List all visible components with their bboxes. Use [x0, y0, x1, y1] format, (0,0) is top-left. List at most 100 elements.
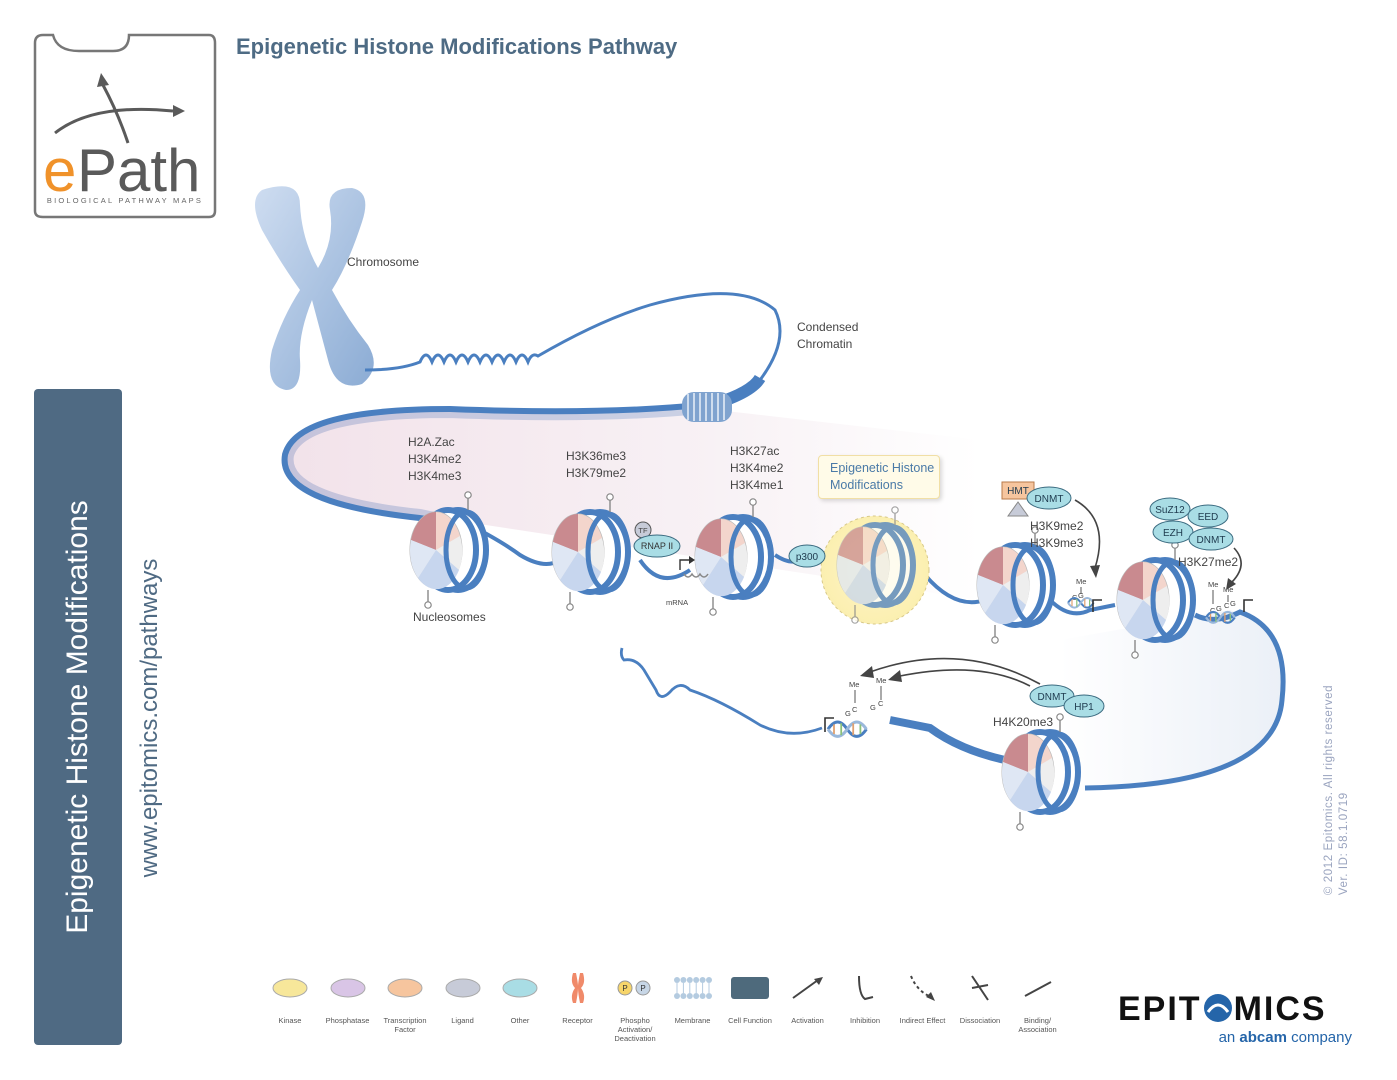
dna-lower-loop: [1084, 609, 1286, 791]
ezh-protein: [1152, 520, 1194, 544]
legend-oval-icon: [431, 970, 495, 1006]
hp1-protein: [1063, 694, 1105, 718]
legend-label: Cell Function: [728, 1016, 772, 1025]
logo-subtitle: BIOLOGICAL PATHWAY MAPS: [46, 196, 204, 205]
legend-indirect-arrow-icon: [891, 970, 955, 1006]
legend-dissociation-icon: [948, 970, 1012, 1006]
cpg-c-2: C: [1210, 606, 1216, 615]
transcription-start-arrow: [679, 559, 690, 570]
legend-label: Dissociation: [959, 1016, 1001, 1025]
condensed-label-2: Chromatin: [797, 337, 852, 351]
cpg-c-5: C: [878, 699, 884, 708]
me-label-3: Me: [1223, 585, 1233, 594]
legend-item: Kinase: [258, 970, 322, 1025]
mod-label-group-2: H3K36me3 H3K79me2: [566, 449, 629, 480]
hp1-label: HP1: [1074, 702, 1094, 713]
legend-label: Phospho Activation/ Deactivation: [614, 1016, 656, 1043]
legend-oval-icon: [488, 970, 552, 1006]
dna-lower-thread: [889, 716, 1006, 764]
cpg-g-1: G: [1078, 591, 1084, 600]
dnmt-activation-arrow-3: [869, 657, 1041, 685]
svg-text:P: P: [640, 984, 645, 993]
callout-line-2: Modifications: [830, 478, 903, 492]
mod-label-group-1: H2A.Zac H3K4me2 H3K4me3: [408, 435, 465, 483]
inhibition-mark-1: [1092, 599, 1102, 612]
legend-item: Binding/ Association: [1006, 970, 1070, 1034]
legend-activation-arrow-icon: [776, 970, 840, 1006]
mrna-strand: [683, 572, 709, 578]
eed-label: EED: [1198, 512, 1219, 523]
legend-label: Receptor: [562, 1016, 593, 1025]
legend-label: Activation: [791, 1016, 824, 1025]
mod-label-group-4: H3K9me2 H3K9me3: [1030, 519, 1087, 550]
dna-strand-upper: [364, 292, 782, 381]
legend-item: Inhibition: [833, 970, 897, 1025]
legend-item: Indirect Effect: [891, 970, 955, 1025]
legend-receptor-icon: [546, 970, 610, 1006]
legend-label: Membrane: [674, 1016, 711, 1025]
legend-item: Phosphatase: [316, 970, 380, 1025]
epath-logo: e Path: [33, 33, 217, 219]
callout-line-1: Epigenetic Histone: [830, 461, 935, 475]
rnap-label: RNAP II: [641, 541, 673, 551]
rnap-protein: [633, 534, 681, 558]
chromatin-coil-icon: [682, 392, 732, 422]
logo-e: e: [43, 137, 76, 204]
logo-arrow-up: [101, 84, 130, 144]
legend-item: Membrane: [661, 970, 725, 1025]
legend-item: Activation: [776, 970, 840, 1025]
dna-unwound-tail: [619, 647, 823, 735]
dnmt-label-1: DNMT: [1035, 494, 1064, 505]
chromosome-label: Chromosome: [347, 255, 419, 269]
legend-label: Phosphatase: [325, 1016, 370, 1025]
dnmt-label-2: DNMT: [1197, 535, 1226, 546]
mrna-label: mRNA: [666, 598, 688, 607]
legend-label: Binding/ Association: [1018, 1016, 1057, 1034]
eed-protein: [1187, 504, 1229, 528]
legend-inhibition-icon: [833, 970, 897, 1006]
hmt-activation-arrow: [1007, 501, 1029, 517]
cpg-c-4: C: [852, 705, 858, 714]
mod-label-group-5: H3K27me2: [1178, 555, 1238, 569]
brand-tag-suffix: company: [1286, 1029, 1352, 1046]
legend-label: Indirect Effect: [899, 1016, 946, 1025]
legend-item: Receptor: [546, 970, 610, 1025]
dnmt-activation-arrow-2: [1229, 547, 1242, 585]
cpg-g-3: G: [1230, 599, 1236, 608]
legend-item: Dissociation: [948, 970, 1012, 1025]
dnmt-activation-arrow-1: [1074, 499, 1101, 569]
logo-arrow-right: [54, 107, 174, 135]
brand-name-left: EPIT: [1118, 990, 1202, 1028]
legend-oval-icon: [373, 970, 437, 1006]
cpg-g-2: G: [1216, 604, 1222, 613]
page-title: Epigenetic Histone Modifications Pathway: [236, 34, 678, 59]
condensed-label-1: Condensed: [797, 320, 858, 334]
highlight-callout: Epigenetic Histone Modifications: [818, 455, 940, 499]
legend-label: Ligand: [451, 1016, 474, 1025]
legend-oval-icon: [316, 970, 380, 1006]
dnmt-activation-arrow-4: [899, 669, 1031, 687]
suz12-protein: [1149, 497, 1191, 521]
mod-label-group-3: H3K27ac H3K4me2 H3K4me1: [730, 444, 787, 492]
legend-membrane-icon: [661, 970, 725, 1006]
me-label-4: Me: [849, 680, 859, 689]
legend-label: Other: [510, 1016, 530, 1025]
p300-label: p300: [796, 552, 819, 563]
legend-box-icon: [718, 970, 782, 1006]
inhibition-mark-3: [824, 717, 834, 732]
svg-text:P: P: [622, 984, 627, 993]
suz12-label: SuZ12: [1155, 505, 1185, 516]
nucleosomes-label: Nucleosomes: [413, 610, 486, 624]
mod-label-group-6: H4K20me3: [993, 715, 1053, 729]
dnmt-protein-1: [1026, 486, 1072, 510]
ezh-label: EZH: [1163, 528, 1183, 539]
legend-item: Other: [488, 970, 552, 1025]
cpg-g-4: G: [845, 709, 851, 718]
dna-linker-2: [638, 558, 692, 580]
